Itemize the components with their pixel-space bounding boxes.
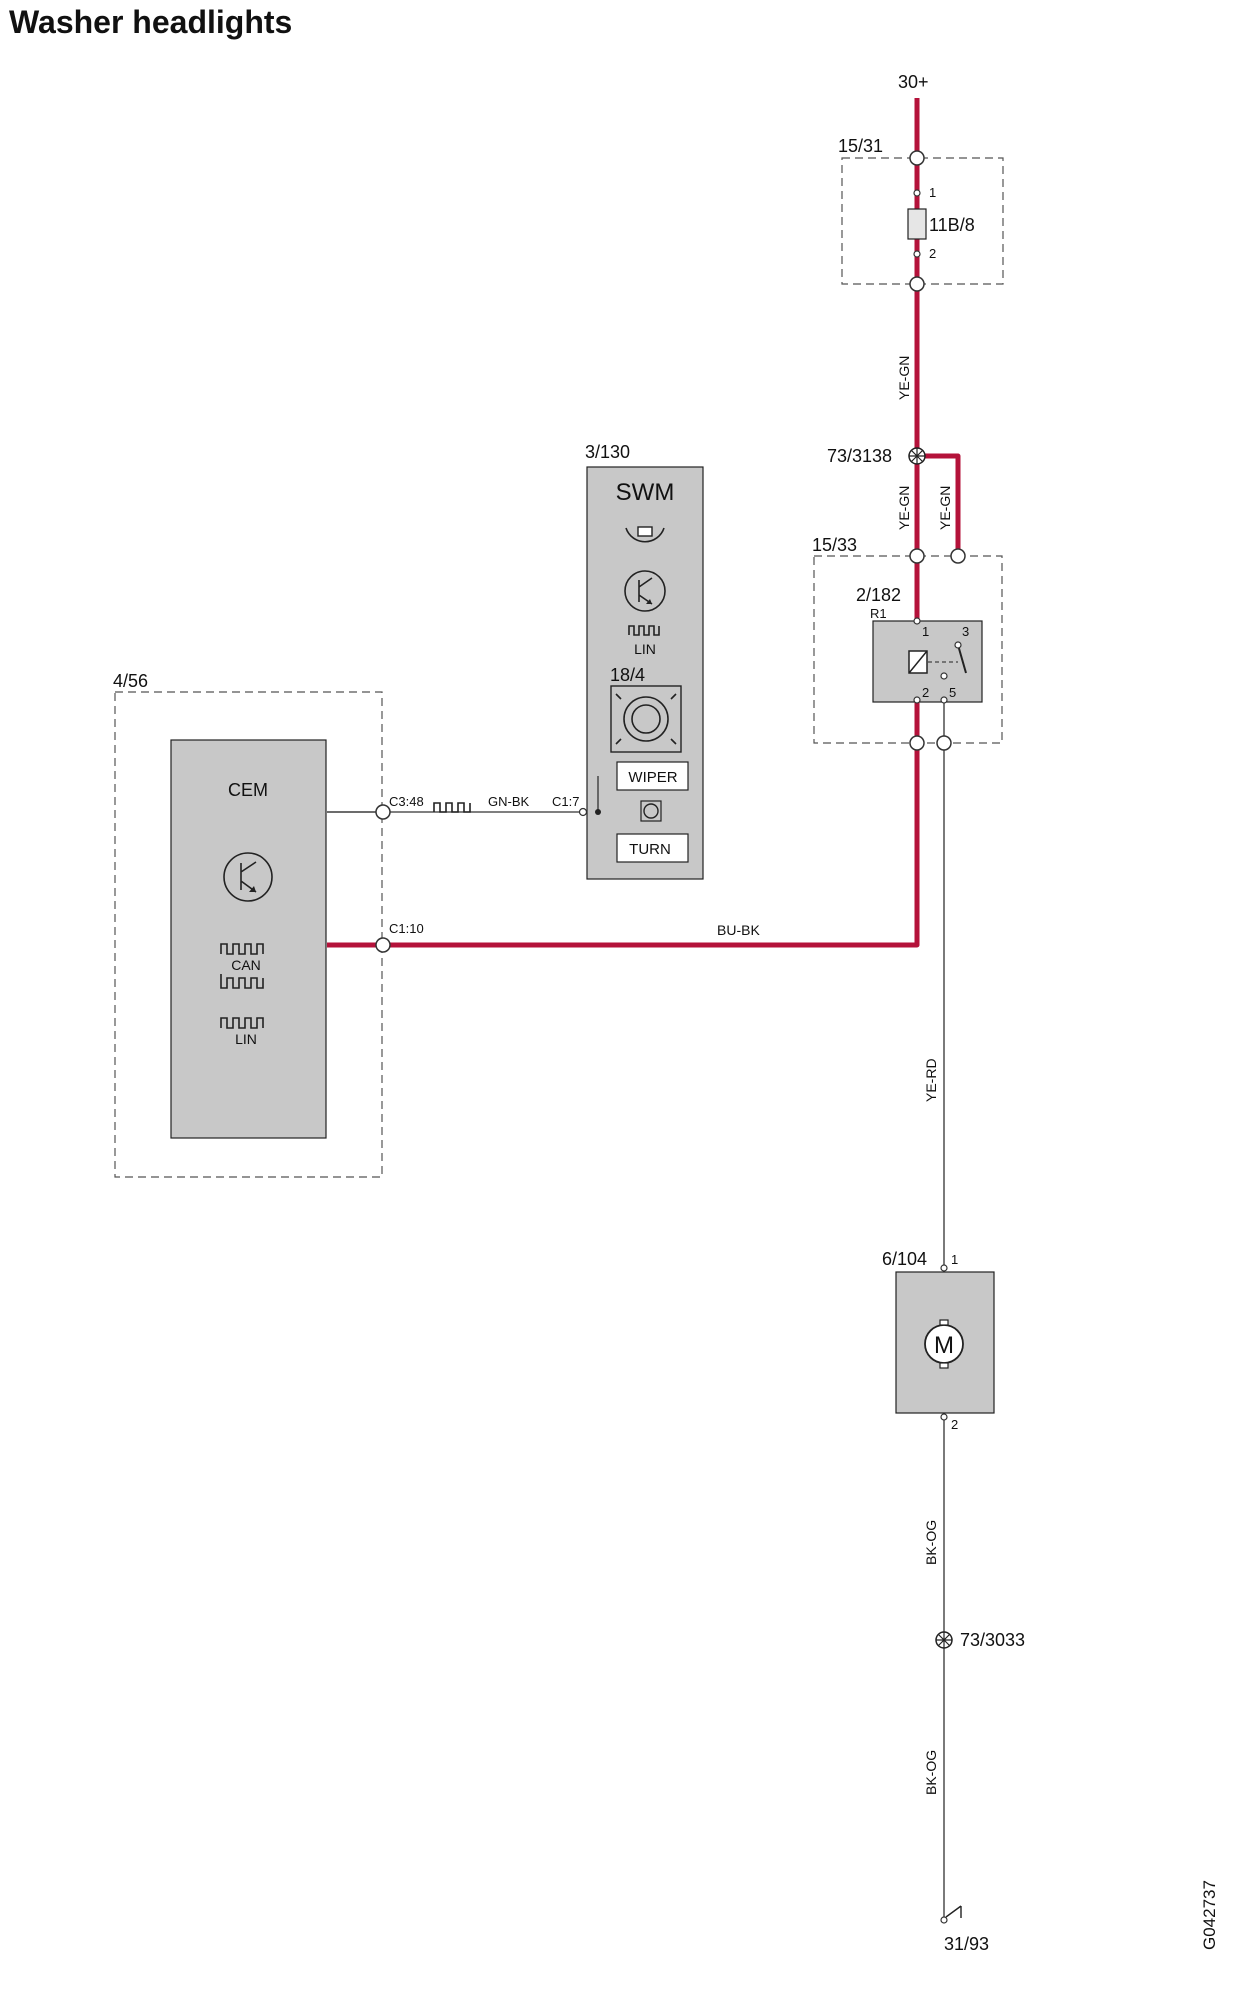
relay-box-id: 15/33	[812, 535, 857, 555]
fuse-pin-1-label: 1	[929, 185, 936, 200]
supply-label: 30+	[898, 72, 929, 92]
connector-relay-out-2	[909, 735, 925, 751]
motor-pin1: 1	[951, 1252, 958, 1267]
swm-lin: LIN	[634, 641, 656, 657]
fuse-pin-2	[913, 250, 921, 258]
cem-c110: C1:10	[389, 921, 424, 936]
rotary-switch-icon	[610, 685, 682, 753]
figure-code: G042737	[1200, 1880, 1219, 1950]
motor-id: 6/104	[882, 1249, 927, 1269]
lin-signal-icon	[628, 625, 660, 636]
ground-icon	[940, 1905, 962, 1924]
fuse-pin-2-label: 2	[929, 246, 936, 261]
relay-pin2: 2	[922, 685, 929, 700]
swm-wiper: WIPER	[628, 769, 677, 786]
connector-c110	[375, 937, 391, 953]
motor-symbol: M	[934, 1332, 954, 1359]
splice-73-3138: 73/3138	[827, 446, 926, 466]
motor-pin2: 2	[951, 1417, 958, 1432]
fuse-11b8	[907, 208, 927, 240]
turn-box	[616, 833, 689, 863]
cem-body	[170, 739, 327, 1139]
splice-bottom-label: 73/3033	[960, 1630, 1025, 1650]
swm-connector: C1:7	[552, 794, 579, 809]
ground-label: 31/93	[944, 1934, 989, 1954]
wire-label-gn-bk: GN-BK	[488, 794, 530, 809]
connector-relay-out-5	[936, 735, 952, 751]
wire-label-bk-og-2: BK-OG	[923, 1750, 939, 1795]
relay-id: 2/182	[856, 585, 901, 605]
steering-wheel-icon	[625, 526, 665, 543]
branch-wire-pin3	[917, 453, 961, 560]
wire-label-bu-bk: BU-BK	[717, 922, 760, 938]
wiper-box	[616, 761, 689, 791]
relay-box: 15/33 2/182 R1 1 3 2 5	[812, 535, 1003, 744]
gn-bk-signal-icon	[433, 802, 471, 813]
swm-sub-id: 18/4	[610, 665, 645, 685]
lin-signal-cem	[220, 1017, 264, 1029]
wire-label-ye-gn-2: YE-GN	[896, 486, 912, 530]
relay-body	[872, 620, 983, 703]
splice-73-3033: 73/3033	[935, 1630, 1025, 1650]
connector-c348	[375, 804, 391, 820]
wire-label-ye-rd: YE-RD	[923, 1058, 939, 1102]
wire-label-bk-og-1: BK-OG	[923, 1520, 939, 1565]
splice-top-label: 73/3138	[827, 446, 892, 466]
cem-lin: LIN	[235, 1031, 257, 1047]
relay-ref: R1	[870, 606, 887, 621]
fuse-label: 11B/8	[929, 215, 975, 235]
turn-switch-icon	[640, 800, 662, 822]
swm-id: 3/130	[585, 442, 630, 462]
cem-transistor-icon	[223, 852, 273, 902]
cem-name: CEM	[228, 780, 268, 800]
transistor-icon	[624, 570, 666, 612]
relay-pin3: 3	[962, 624, 969, 639]
page-title: Washer headlights	[9, 4, 293, 40]
cem-c348: C3:48	[389, 794, 424, 809]
washer-motor: 6/104 1 2 M	[882, 1249, 995, 1432]
connector-fuse-out	[909, 276, 925, 292]
wire-label-ye-gn-1: YE-GN	[896, 356, 912, 400]
bu-bk-wire	[383, 697, 920, 948]
wire-label-ye-gn-3: YE-GN	[937, 486, 953, 530]
can-signal-low	[220, 974, 264, 989]
can-signal-high	[220, 943, 264, 955]
swm-c17-pin	[578, 807, 588, 817]
fuse-pin-1	[913, 189, 921, 197]
fuse-box-id: 15/31	[838, 136, 883, 156]
cem-can: CAN	[231, 957, 261, 973]
connector-relay-in-1	[909, 548, 925, 564]
connector-fuse-in	[909, 150, 925, 166]
relay-pin1: 1	[922, 624, 929, 639]
thin-wires	[327, 700, 945, 1920]
cem-id: 4/56	[113, 671, 148, 691]
swm-turn: TURN	[629, 841, 671, 858]
relay-pin5: 5	[949, 685, 956, 700]
swm-module: 3/130 SWM LIN 18/4 WIPER	[552, 442, 704, 880]
cem-module: 4/56 CEM CAN LIN C3:48 C1:10	[113, 671, 424, 1178]
swm-name: SWM	[616, 479, 675, 506]
connector-relay-in-3	[950, 548, 966, 564]
